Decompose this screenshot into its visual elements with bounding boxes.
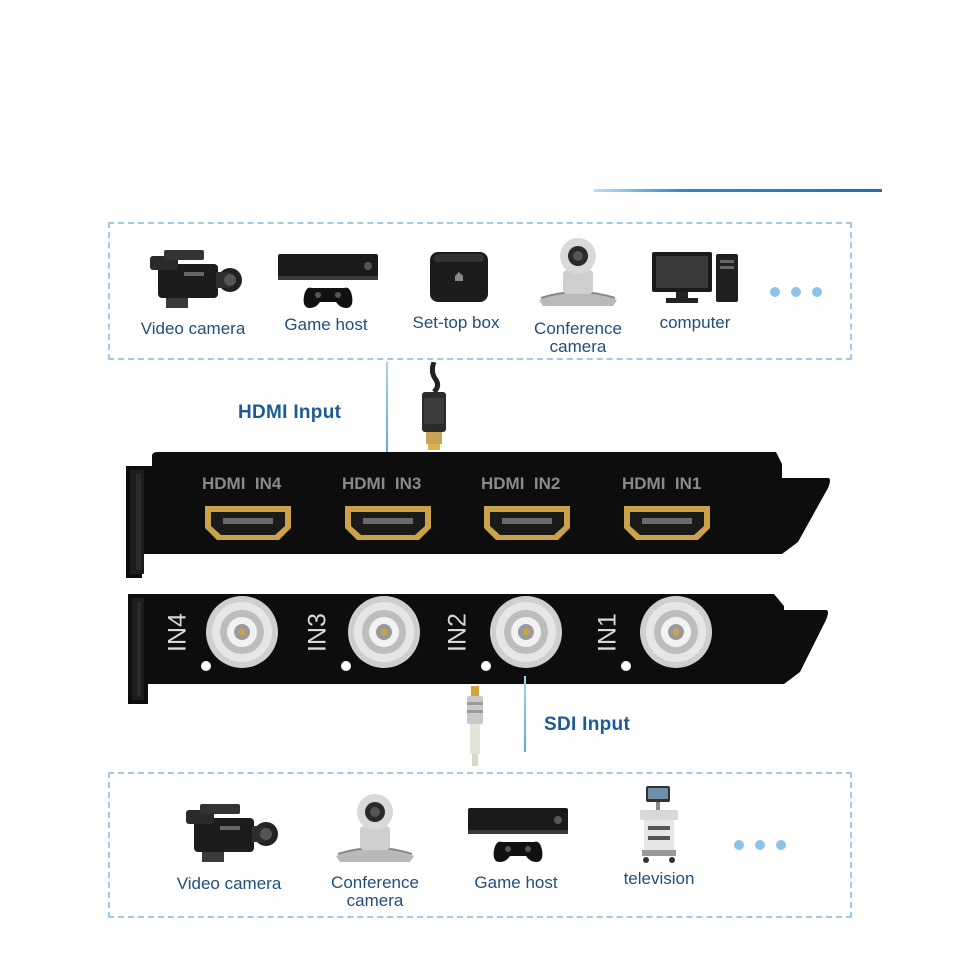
video-camera-icon: [186, 804, 278, 862]
game-console-icon: [278, 254, 378, 308]
hdmi-input-title: HDMI Input: [238, 402, 342, 423]
more-hdmi-devices-ellipsis: [770, 287, 822, 297]
hdmi-port-label-in1: HDMI IN1: [622, 474, 702, 493]
hdmi-device-label-set-top-box: Set-top box: [412, 313, 500, 332]
hdmi-port-in4[interactable]: [203, 504, 293, 542]
sdi-bnc-port-in2[interactable]: [488, 594, 564, 670]
set-top-box-icon: [430, 252, 488, 302]
hdmi-port-label-in4: HDMI IN4: [202, 474, 282, 493]
sdi-port-label-in4: IN4: [163, 613, 192, 652]
sdi-bnc-port-in1[interactable]: [638, 594, 714, 670]
sdi-input-title: SDI Input: [544, 714, 631, 735]
hdmi-port-in1[interactable]: [622, 504, 712, 542]
bnc-cable-icon: [467, 686, 483, 766]
sdi-device-label-television: television: [623, 869, 695, 888]
video-camera-icon: [150, 250, 242, 308]
sdi-port-label-in1: IN1: [593, 613, 622, 652]
sdi-bnc-port-in3[interactable]: [346, 594, 422, 670]
sdi-port-label-in3: IN3: [303, 613, 332, 652]
game-console-icon: [468, 808, 568, 862]
hdmi-port-label-in3: HDMI IN3: [342, 474, 422, 493]
sdi-bnc-port-in4[interactable]: [204, 594, 280, 670]
hdmi-pointer-line: [386, 362, 388, 456]
computer-icon: [652, 252, 738, 303]
hdmi-device-label-video-camera: Video camera: [140, 319, 246, 338]
ptz-camera-icon: [336, 794, 414, 862]
ptz-camera-icon: [539, 238, 617, 306]
sdi-device-label-game-host: Game host: [474, 873, 558, 892]
ultrasound-machine-icon: [640, 786, 678, 863]
sdi-devices-panel: [108, 772, 852, 918]
hdmi-cable-icon: [422, 362, 446, 450]
hdmi-port-label-in2: HDMI IN2: [481, 474, 561, 493]
header-accent-line: [594, 189, 882, 192]
sdi-device-label-video-camera: Video camera: [176, 874, 282, 893]
sdi-pointer-line: [524, 676, 526, 752]
hdmi-port-in3[interactable]: [343, 504, 433, 542]
hdmi-bracket: [126, 452, 830, 578]
hdmi-devices-panel: [108, 222, 852, 360]
hdmi-port-in2[interactable]: [482, 504, 572, 542]
hdmi-device-label-computer: computer: [659, 313, 731, 332]
more-sdi-devices-ellipsis: [734, 840, 786, 850]
hdmi-device-label-game-host: Game host: [284, 315, 368, 334]
sdi-port-label-in2: IN2: [443, 613, 472, 652]
